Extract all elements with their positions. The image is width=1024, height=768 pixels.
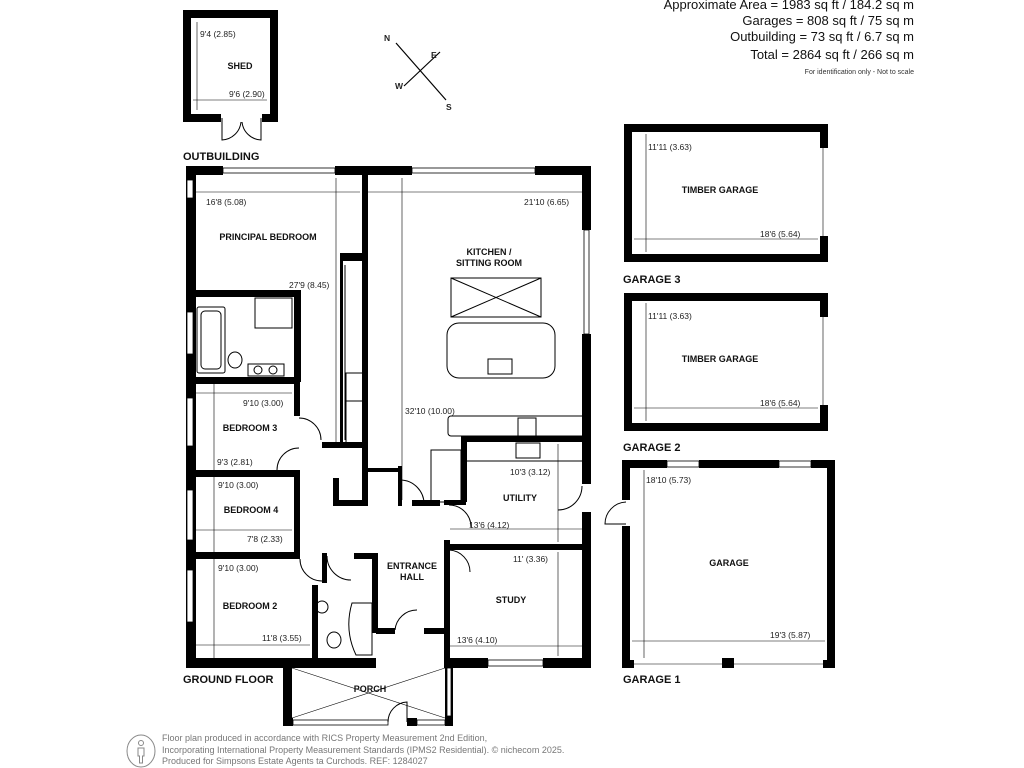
garage-2: TIMBER GARAGE 11'11 (3.63) 18'6 (5.64) G… bbox=[623, 293, 828, 454]
area-summary: Approximate Area = 1983 sq ft / 184.2 sq… bbox=[664, 0, 914, 80]
plan-text: 7'8 (2.33) bbox=[247, 534, 283, 544]
utility-label: UTILITY bbox=[503, 493, 537, 503]
garages-area: Garages = 808 sq ft / 75 sq m bbox=[742, 13, 914, 28]
plan-text: 18'6 (5.64) bbox=[760, 398, 801, 408]
plan-text: S bbox=[446, 102, 452, 112]
outbuilding-label: OUTBUILDING bbox=[183, 151, 259, 163]
plan-text: 9'6 (2.90) bbox=[229, 89, 265, 99]
shed: SHED 9'4 (2.85) 9'6 (2.90) OUTBUILDING bbox=[183, 10, 278, 163]
dimension-lines bbox=[196, 178, 582, 658]
plan-text: 11'8 (3.55) bbox=[262, 633, 302, 643]
plan-text: 16'8 (5.08) bbox=[206, 197, 247, 207]
approximate-area: Approximate Area = 1983 sq ft / 184.2 sq… bbox=[663, 0, 914, 12]
plan-text: 9'4 (2.85) bbox=[200, 29, 236, 39]
plan-text: 9'10 (3.00) bbox=[218, 563, 259, 573]
footer-line-2: Incorporating International Property Mea… bbox=[162, 744, 565, 755]
plan-text: GARAGE 3 bbox=[623, 274, 680, 286]
scale-note: For identification only - Not to scale bbox=[804, 69, 914, 76]
plan-text: HALL bbox=[400, 572, 424, 582]
plan-text: 13'6 (4.12) bbox=[469, 520, 510, 530]
plan-text: W bbox=[395, 81, 404, 91]
ground-floor-label: GROUND FLOOR bbox=[183, 674, 273, 686]
plan-text: GARAGE 2 bbox=[623, 442, 680, 454]
plan-text: 9'10 (3.00) bbox=[243, 398, 284, 408]
plan-text: 9'3 (2.81) bbox=[217, 457, 253, 467]
plan-text: TIMBER GARAGE bbox=[682, 354, 759, 364]
bedroom-3-label: BEDROOM 3 bbox=[223, 423, 278, 433]
bedroom-4-label: BEDROOM 4 bbox=[224, 505, 279, 515]
footer-line-1: Floor plan produced in accordance with R… bbox=[162, 733, 488, 743]
plan-text: 19'3 (5.87) bbox=[770, 630, 811, 640]
plan-text: N bbox=[384, 33, 390, 43]
garage-1: GARAGE 18'10 (5.73) 19'3 (5.87) GARAGE 1 bbox=[604, 460, 835, 686]
plan-text: 21'10 (6.65) bbox=[524, 197, 569, 207]
plan-text: SHED bbox=[227, 61, 253, 71]
plan-text: 18'10 (5.73) bbox=[646, 475, 691, 485]
plan-text: TIMBER GARAGE bbox=[682, 185, 759, 195]
plan-text: 32'10 (10.00) bbox=[405, 406, 455, 416]
plan-text: 11'11 (3.63) bbox=[648, 311, 692, 321]
plan-text: GARAGE 1 bbox=[623, 674, 680, 686]
plan-text: 9'10 (3.00) bbox=[218, 480, 259, 490]
main-house-walls bbox=[186, 166, 591, 668]
footer-disclaimer: Floor plan produced in accordance with R… bbox=[162, 733, 564, 768]
plan-text: 11' (3.36) bbox=[513, 554, 548, 564]
plan-text: SITTING ROOM bbox=[456, 258, 522, 268]
outbuilding-area: Outbuilding = 73 sq ft / 6.7 sq m bbox=[730, 29, 914, 44]
footer-line-3: Produced for Simpsons Estate Agents ta C… bbox=[162, 756, 428, 766]
entrance-hall-label: ENTRANCE bbox=[387, 561, 437, 571]
bedroom-2-label: BEDROOM 2 bbox=[223, 601, 278, 611]
fittings bbox=[196, 265, 586, 656]
study-label: STUDY bbox=[496, 595, 527, 605]
plan-text: E bbox=[431, 50, 437, 60]
total-area: Total = 2864 sq ft / 266 sq m bbox=[750, 47, 914, 62]
plan-text: 18'6 (5.64) bbox=[760, 229, 801, 239]
room-labels: PRINCIPAL BEDROOM 16'8 (5.08) 27'9 (8.45… bbox=[183, 197, 569, 686]
plan-text: 10'3 (3.12) bbox=[510, 467, 551, 477]
porch: PORCH bbox=[283, 666, 453, 726]
plan-text: 27'9 (8.45) bbox=[289, 280, 330, 290]
plan-text: 13'6 (4.10) bbox=[457, 635, 498, 645]
compass-icon: N E W S bbox=[384, 33, 452, 112]
person-icon bbox=[126, 734, 156, 768]
principal-bedroom-label: PRINCIPAL BEDROOM bbox=[219, 232, 316, 242]
plan-text: GARAGE bbox=[709, 558, 749, 568]
plan-text: PORCH bbox=[354, 684, 387, 694]
plan-text: 11'11 (3.63) bbox=[648, 142, 692, 152]
garage-3: TIMBER GARAGE 11'11 (3.63) 18'6 (5.64) G… bbox=[623, 124, 828, 286]
kitchen-label: KITCHEN / bbox=[467, 247, 512, 257]
